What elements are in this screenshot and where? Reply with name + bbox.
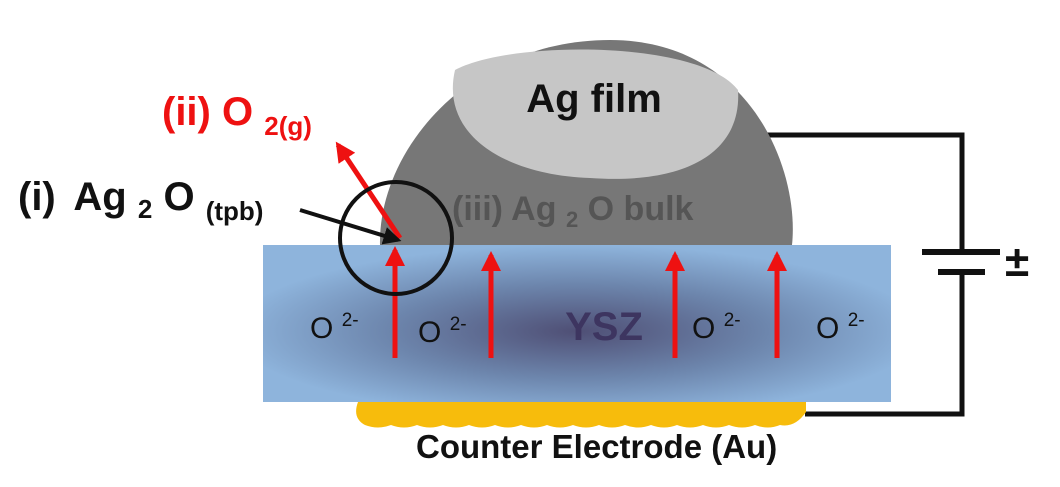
iii-prefix-label: (iii)	[452, 190, 503, 228]
svg-text:(i) Ag 2 O (tp: (i) Ag 2 O (tpb)	[18, 175, 263, 227]
ag2o-two: 2	[138, 194, 152, 224]
bulk-two: 2	[566, 207, 578, 232]
svg-text:YSZ: YSZ	[565, 305, 643, 349]
svg-text:Counter Electrode (Au): Counter Electrode (Au)	[416, 428, 777, 465]
counter-electrode-gold	[356, 402, 806, 428]
tpb-pointer-arrow	[299, 208, 402, 245]
plus-minus-symbol: ±	[1005, 237, 1029, 286]
svg-text:O 2-: O 2-	[692, 310, 741, 345]
ii-prefix-label: (ii)	[162, 90, 211, 134]
svg-text:O 2-: O 2-	[816, 310, 865, 345]
o2-label: O	[222, 90, 253, 134]
ion-arrows	[385, 246, 787, 358]
counter-electrode-label: Counter Electrode (Au)	[416, 428, 777, 465]
tpb-circle	[338, 180, 454, 296]
ysz-label: YSZ	[565, 305, 643, 349]
o2-subscript: 2(g)	[264, 111, 312, 141]
oxide-ion-label-1: O	[310, 312, 333, 345]
circuit-wire	[765, 132, 965, 417]
ag-film-label: Ag film	[526, 77, 662, 121]
svg-text:O 2-: O 2-	[310, 310, 359, 345]
oxide-ion-charge-2: 2-	[450, 314, 467, 335]
oxide-ion-charge-4: 2-	[848, 310, 865, 331]
oxide-ion-charge-3: 2-	[724, 310, 741, 331]
svg-text:±: ±	[1005, 237, 1029, 286]
svg-text:(ii) O 2(g): (ii) O 2(g)	[162, 90, 312, 141]
oxide-ion-charge-1: 2-	[342, 310, 359, 331]
ag2o-o: O	[163, 175, 194, 219]
svg-text:Ag film: Ag film	[526, 77, 662, 121]
o2-release-arrow	[335, 141, 403, 240]
ag-film-highlight	[452, 49, 739, 179]
ysz-slab	[263, 245, 891, 402]
bulk-rest: O bulk	[588, 190, 694, 228]
i-prefix-label: (i)	[18, 175, 56, 219]
oxide-ion-label-3: O	[692, 312, 715, 345]
oxide-ion-label-2: O	[418, 316, 441, 349]
ag2o-subscript: (tpb)	[206, 196, 264, 226]
bulk-ag: Ag	[511, 190, 556, 228]
ag2o-ag: Ag	[73, 175, 126, 219]
svg-text:O 2-: O 2-	[418, 314, 467, 349]
oxide-ion-label-4: O	[816, 312, 839, 345]
svg-text:(iii) Ag 2 O bulk: (iii) Ag 2 O bulk	[452, 190, 694, 235]
